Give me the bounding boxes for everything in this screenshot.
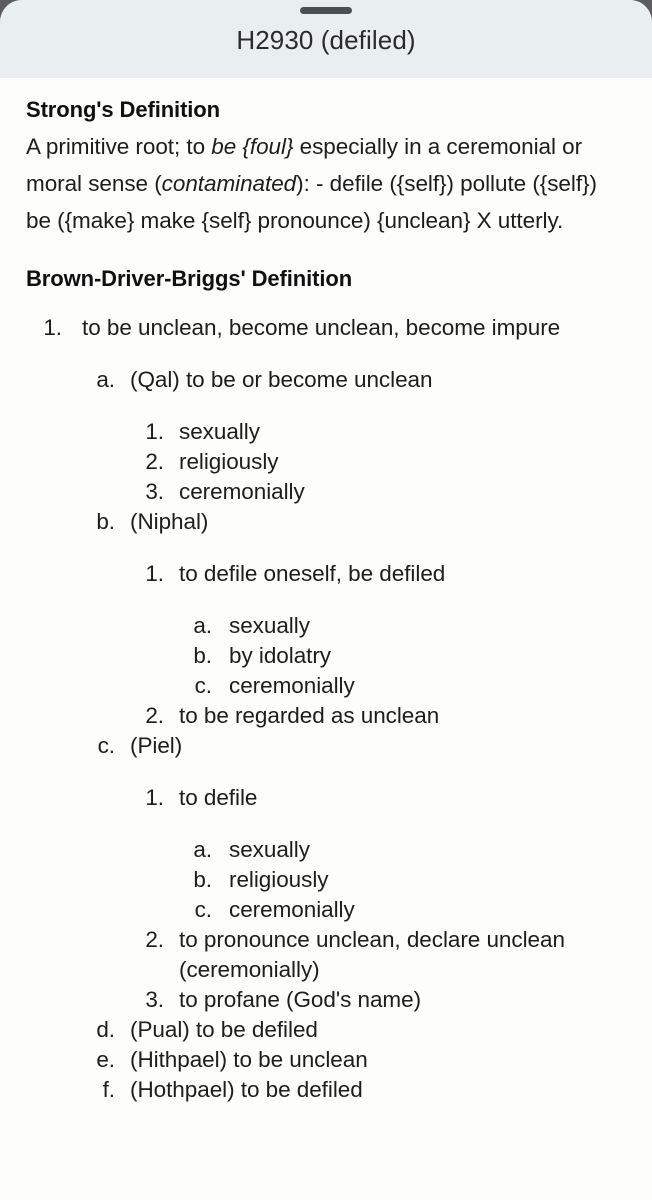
list-item: 2. to pronounce unclean, declare unclean … <box>130 925 628 985</box>
list-item-text: sexually <box>229 837 310 862</box>
list-item-text: to be regarded as unclean <box>179 703 440 728</box>
list-item-marker: b. <box>96 509 115 534</box>
list-item-marker: e. <box>96 1047 115 1072</box>
list-item-marker: c. <box>194 897 212 922</box>
list-item-marker: a. <box>193 613 212 638</box>
bdb-definition-heading: Brown-Driver-Briggs' Definition <box>26 266 353 291</box>
nested-list: a. sexually b. by idolatry c. ceremonially <box>179 611 628 701</box>
nested-list: 1. to defile oneself, be defiled a. sexuall… <box>130 559 628 731</box>
nested-list: a. sexually b. religiously c. ceremonially <box>179 835 628 925</box>
sheet-header: H2930 (defiled) <box>0 0 652 78</box>
list-item-marker: 2. <box>145 449 164 474</box>
list-item-marker: 1. <box>145 419 164 444</box>
list-item: 1. to be unclean, become unclean, become … <box>26 313 628 1105</box>
list-item-marker: d. <box>96 1017 115 1042</box>
list-item-text: to defile oneself, be defiled <box>179 561 446 586</box>
list-item-marker: 1. <box>145 785 164 810</box>
list-item-marker: f. <box>102 1077 115 1102</box>
list-item-marker: a. <box>193 837 212 862</box>
list-item-marker: 1. <box>43 315 62 340</box>
list-item: e. (Hithpael) to be unclean <box>82 1045 628 1075</box>
list-item: 2. religiously <box>130 447 628 477</box>
list-item: f. (Hothpael) to be defiled <box>82 1075 628 1105</box>
list-item: 1. to defile a. sexually b. religiously c. cere… <box>130 783 628 925</box>
list-item-marker: b. <box>193 867 212 892</box>
list-item-text: religiously <box>179 449 279 474</box>
strongs-text-part3: ): - defile ({self}) pollute ({self}) be… <box>26 171 597 233</box>
list-item: b. (Niphal) 1. to defile oneself, be defile… <box>82 507 628 731</box>
strongs-text-italic1: be {foul} <box>211 134 294 159</box>
list-item-marker: a. <box>96 367 115 392</box>
list-item: 3. ceremonially <box>130 477 628 507</box>
list-item-text: to profane (God's name) <box>179 987 422 1012</box>
list-item-text: ceremonially <box>229 673 355 698</box>
list-item-text: (Qal) to be or become unclean <box>130 367 433 392</box>
sheet-body: Strong's Definition A primitive root; to… <box>0 78 652 1105</box>
list-item-text: (Niphal) <box>130 509 209 534</box>
list-item: a. sexually <box>179 611 628 641</box>
list-item: 1. sexually <box>130 417 628 447</box>
strongs-definition-text: A primitive root; to be {foul} especiall… <box>26 128 628 239</box>
list-item-marker: 3. <box>145 987 164 1012</box>
strongs-text-part1: A primitive root; to <box>26 134 212 159</box>
list-item: d. (Pual) to be defiled <box>82 1015 628 1045</box>
list-item: c. ceremonially <box>179 671 628 701</box>
nested-list: 1. to defile a. sexually b. religiously c. cere… <box>130 783 628 1015</box>
drag-handle[interactable] <box>300 7 352 14</box>
list-item-text: to defile <box>179 785 258 810</box>
list-item-text: (Pual) to be defiled <box>130 1017 318 1042</box>
sheet-title: H2930 (defiled) <box>236 25 416 55</box>
list-item: a. sexually <box>179 835 628 865</box>
list-item-marker: 1. <box>145 561 164 586</box>
list-item-text: (Piel) <box>130 733 183 758</box>
list-item-marker: 2. <box>145 927 164 952</box>
list-item: 1. to defile oneself, be defiled a. sexuall… <box>130 559 628 701</box>
list-item-text: to pronounce unclean, declare unclean (c… <box>179 927 565 982</box>
list-item-marker: c. <box>194 673 212 698</box>
list-item: b. religiously <box>179 865 628 895</box>
strongs-text-part2: especially in a ceremonial or moral sens… <box>26 134 583 196</box>
list-item: b. by idolatry <box>179 641 628 671</box>
list-item-text: ceremonially <box>179 479 305 504</box>
list-item-text: to be unclean, become unclean, become im… <box>82 315 561 340</box>
list-item-marker: b. <box>193 643 212 668</box>
nested-list: 1. sexually 2. religiously 3. ceremonially <box>130 417 628 507</box>
nested-list: a. (Qal) to be or become unclean 1. sexuall… <box>82 365 628 1105</box>
list-item-text: religiously <box>229 867 329 892</box>
list-item-marker: c. <box>97 733 115 758</box>
list-item-text: by idolatry <box>229 643 331 668</box>
list-item: 2. to be regarded as unclean <box>130 701 628 731</box>
list-item-text: sexually <box>229 613 310 638</box>
list-item-text: ceremonially <box>229 897 355 922</box>
list-item: 3. to profane (God's name) <box>130 985 628 1015</box>
list-item-text: (Hithpael) to be unclean <box>130 1047 368 1072</box>
strongs-definition-heading: Strong's Definition <box>26 97 220 122</box>
bdb-definition-list: 1. to be unclean, become unclean, become … <box>26 313 628 1105</box>
list-item: a. (Qal) to be or become unclean 1. sexuall… <box>82 365 628 507</box>
list-item-text: sexually <box>179 419 260 444</box>
list-item: c. (Piel) 1. to defile a. sexually b. religious… <box>82 731 628 1015</box>
strongs-text-italic2: contaminated <box>161 171 297 196</box>
list-item-marker: 2. <box>145 703 164 728</box>
list-item: c. ceremonially <box>179 895 628 925</box>
list-item-text: (Hothpael) to be defiled <box>130 1077 363 1102</box>
list-item-marker: 3. <box>145 479 164 504</box>
